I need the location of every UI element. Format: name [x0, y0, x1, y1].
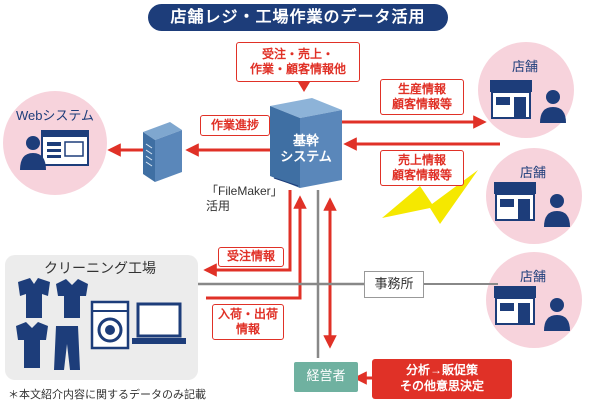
store-building-icon-3 [494, 286, 536, 325]
clothing-icon [16, 278, 88, 370]
web-user-icon [20, 136, 46, 170]
label-core-data: 受注・売上・ 作業・顧客情報他 [236, 42, 360, 82]
factory-label: クリーニング工場 [44, 260, 156, 276]
filemaker-note: 「FileMaker」 活用 [206, 184, 283, 213]
label-order-info: 受注情報 [218, 247, 284, 267]
footnote: ＊本文紹介内容に関するデータのみ記載 [8, 389, 206, 401]
analysis-box: 分析→販促策 その他意思決定 [372, 359, 512, 399]
label-shipping-info: 入荷・出荷 情報 [212, 304, 284, 340]
filemaker-server-icon [143, 122, 182, 182]
lightning-bolt-icon [382, 170, 478, 224]
pointer-core-data [298, 82, 310, 92]
store-staff-icon-1 [540, 90, 566, 123]
store-staff-icon-2 [544, 194, 570, 227]
diagram-title: 店舗レジ・工場作業のデータ活用 [148, 4, 448, 31]
store-building-icon-1 [490, 80, 532, 119]
core-system-label: 基幹 システム [280, 133, 332, 164]
washing-machine-icon [90, 300, 130, 350]
store-label-2: 店舗 [519, 165, 546, 180]
label-work-progress: 作業進捗 [200, 115, 270, 136]
arrow-core-to-factory [203, 190, 292, 277]
label-store-in: 売上情報 顧客情報等 [380, 150, 464, 186]
store-building-icon-2 [494, 182, 536, 221]
label-store-out: 生産情報 顧客情報等 [380, 79, 464, 115]
core-system-server-icon [270, 98, 342, 188]
office-box: 事務所 [364, 271, 424, 298]
computer-monitor-icon [132, 302, 186, 344]
store-staff-icon-3 [544, 298, 570, 331]
manager-box: 経営者 [294, 362, 358, 392]
store-label-3: 店舗 [519, 269, 546, 284]
arrow-factory-to-core [206, 195, 307, 300]
web-system-label: Webシステム [15, 108, 95, 123]
store-label-1: 店舗 [511, 59, 538, 74]
browser-window-icon [41, 130, 89, 166]
